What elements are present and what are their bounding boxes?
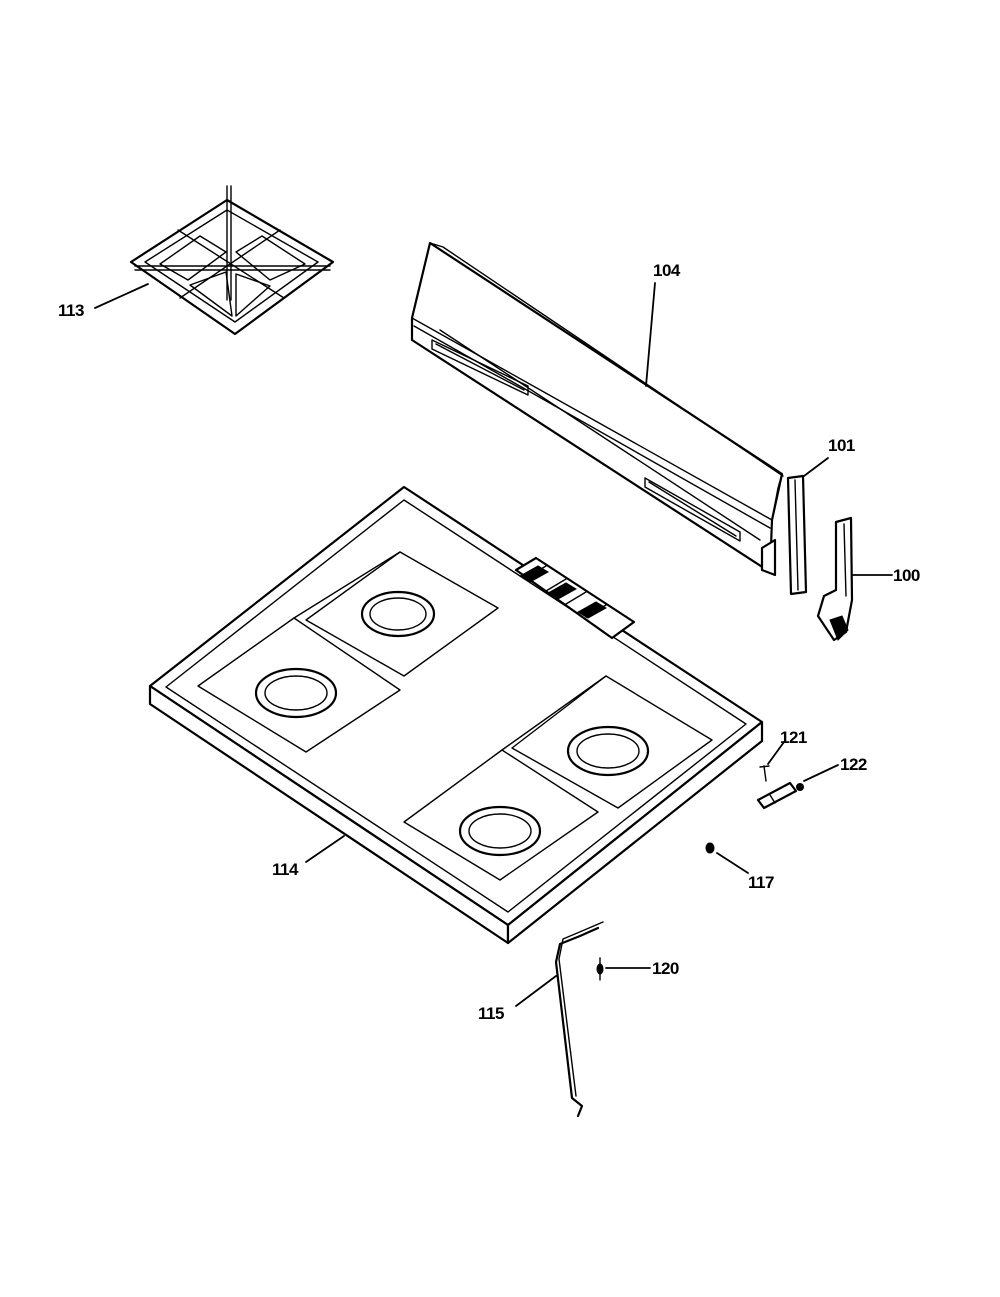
spring-clip-part-120 (596, 957, 604, 981)
cooktop-part-114 (148, 485, 764, 945)
leader-104 (645, 282, 656, 387)
callout-115: 115 (478, 1004, 504, 1023)
callout-101: 101 (828, 436, 855, 455)
hinge-pin-part-122 (756, 781, 804, 810)
callout-104: 104 (653, 261, 681, 280)
grate-part-113 (129, 185, 335, 336)
callout-labels: 113 104 101 100 121 122 117 114 115 120 (58, 261, 920, 1023)
callout-117: 117 (748, 873, 774, 892)
callout-122: 122 (840, 755, 867, 774)
support-rod-part-115 (554, 921, 604, 1118)
leader-115 (515, 975, 557, 1007)
callout-121: 121 (780, 728, 807, 747)
leader-121 (767, 741, 785, 765)
callout-114: 114 (272, 860, 299, 879)
backguard-part-104 (410, 241, 784, 577)
callout-100: 100 (893, 566, 920, 585)
screw-part-121 (759, 765, 770, 782)
leader-122 (803, 764, 839, 782)
callout-113: 113 (58, 301, 84, 320)
leader-114 (305, 835, 345, 863)
leader-117 (716, 852, 749, 874)
plug-part-117 (705, 842, 715, 854)
leader-113 (94, 283, 149, 309)
leader-lines (94, 282, 893, 1007)
trim-strip-part-101 (786, 474, 808, 596)
end-cap-part-100 (816, 516, 854, 642)
leader-101 (803, 457, 829, 477)
callout-120: 120 (652, 959, 679, 978)
